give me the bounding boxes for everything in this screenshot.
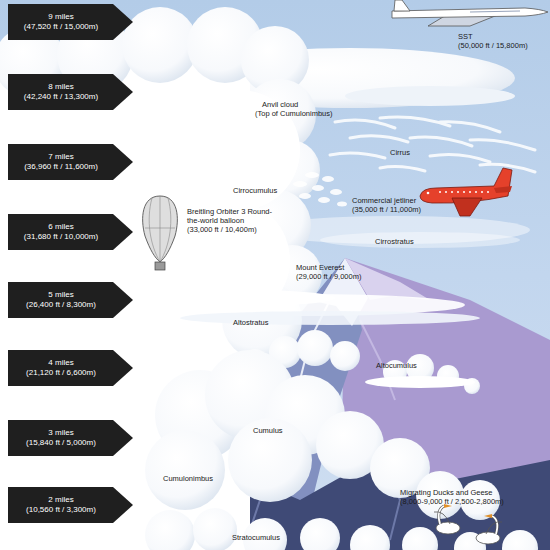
arrow-text: 7 miles(36,960 ft / 11,600m): [8, 152, 114, 172]
altitude-arrow: 4 miles(21,120 ft / 6,600m): [8, 350, 133, 386]
altitude-miles: 3 miles: [8, 428, 114, 438]
altitude-arrow: 8 miles(42,240 ft / 13,300m): [8, 74, 133, 110]
cloud-label: Anvil cloud: [262, 100, 298, 109]
altitude-miles: 5 miles: [8, 290, 114, 300]
cloud-label: Stratocumulus: [232, 533, 280, 542]
altitude-arrow: 2 miles(10,560 ft / 3,300m): [8, 487, 133, 523]
aircraft-label: Commercial jetliner: [352, 196, 416, 205]
altitude-miles: 2 miles: [8, 495, 114, 505]
cirrus-cloud: [330, 117, 535, 172]
altitude-note: (33,000 ft / 10,400m): [187, 225, 257, 234]
altitude-miles: 8 miles: [8, 82, 114, 92]
arrow-text: 2 miles(10,560 ft / 3,300m): [8, 495, 114, 515]
altitude-miles: 6 miles: [8, 222, 114, 232]
altitude-feet-meters: (47,520 ft / 15,000m): [8, 22, 114, 32]
arrow-body: [8, 487, 133, 523]
migrating-birds: [434, 504, 502, 544]
cloud-label: Cumulonimbus: [163, 474, 213, 483]
balloon-label: Breitling Orbiter 3 Round-the-world ball…: [187, 207, 277, 225]
arrow-text: 5 miles(26,400 ft / 8,300m): [8, 290, 114, 310]
cloud-label: Altostratus: [233, 318, 268, 327]
mountain: [110, 258, 550, 550]
arrow-body: [8, 144, 133, 180]
altitude-miles: 4 miles: [8, 358, 114, 368]
sst-aircraft: [392, 0, 548, 26]
mountain-label: Mount Everest: [296, 263, 344, 272]
cumulonimbus-cloud: [0, 7, 515, 550]
arrow-text: 4 miles(21,120 ft / 6,600m): [8, 358, 114, 378]
arrow-text: 8 miles(42,240 ft / 13,300m): [8, 82, 114, 102]
aircraft-label: SST: [458, 32, 473, 41]
altitude-note: (50,000 ft / 15,800m): [458, 41, 528, 50]
arrow-text: 3 miles(15,840 ft / 5,000m): [8, 428, 114, 448]
altitude-arrow: 9 miles(47,520 ft / 15,000m): [8, 4, 133, 40]
altitude-miles: 7 miles: [8, 152, 114, 162]
altitude-note: (35,000 ft / 11,000m): [352, 205, 421, 214]
arrow-body: [8, 350, 133, 386]
arrow-body: [8, 74, 133, 110]
altitude-arrow: 3 miles(15,840 ft / 5,000m): [8, 420, 133, 456]
stratocumulus-cloud: [145, 508, 538, 550]
cloud-label: Cirrostratus: [375, 237, 414, 246]
altitude-feet-meters: (10,560 ft / 3,300m): [8, 505, 114, 515]
arrow-text: 6 miles(31,680 ft / 10,000m): [8, 222, 114, 242]
arrow-body: [8, 282, 133, 318]
jetliner-aircraft: [420, 168, 512, 216]
altitude-note: (8,000-9,000 ft / 2,500-2,800m): [400, 497, 504, 506]
balloon: [143, 196, 178, 270]
arrow-body: [8, 420, 133, 456]
altitude-arrow: 7 miles(36,960 ft / 11,600m): [8, 144, 133, 180]
cirrocumulus-cloud: [293, 172, 347, 207]
arrow-body: [8, 214, 133, 250]
altitude-note: (29,000 ft / 9,000m): [296, 272, 361, 281]
altitude-feet-meters: (31,680 ft / 10,000m): [8, 232, 114, 242]
altitude-feet-meters: (26,400 ft / 8,300m): [8, 300, 114, 310]
altitude-feet-meters: (36,960 ft / 11,600m): [8, 162, 114, 172]
arrow-body: [8, 4, 133, 40]
cloud-label: Cirrocumulus: [233, 186, 277, 195]
altitude-feet-meters: (21,120 ft / 6,600m): [8, 368, 114, 378]
cloud-label: Cumulus: [253, 426, 283, 435]
cloud-note: (Top of Cumulonimbus): [255, 109, 333, 118]
cloud-label: Cirrus: [390, 148, 410, 157]
altitude-arrow: 5 miles(26,400 ft / 8,300m): [8, 282, 133, 318]
altitude-arrow: 6 miles(31,680 ft / 10,000m): [8, 214, 133, 250]
cumulus-cloud: [145, 350, 500, 520]
altostratus-cloud: [135, 290, 480, 325]
altitude-miles: 9 miles: [8, 12, 114, 22]
bird-label: Migrating Ducks and Geese: [400, 488, 493, 497]
altitude-feet-meters: (15,840 ft / 5,000m): [8, 438, 114, 448]
cloud-label: Altocumulus: [376, 361, 417, 370]
arrow-text: 9 miles(47,520 ft / 15,000m): [8, 12, 114, 32]
altitude-feet-meters: (42,240 ft / 13,300m): [8, 92, 114, 102]
